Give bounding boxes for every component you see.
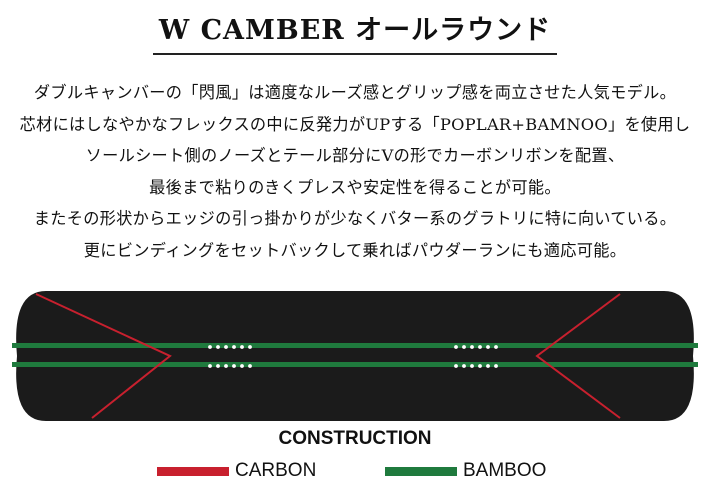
insert-dot <box>232 364 236 368</box>
insert-dot <box>208 345 212 349</box>
carbon-v-tail <box>535 293 621 419</box>
insert-dot <box>494 345 498 349</box>
insert-dot <box>248 345 252 349</box>
insert-dot <box>478 364 482 368</box>
insert-dot <box>486 345 490 349</box>
insert-dot <box>216 364 220 368</box>
insert-dot <box>232 345 236 349</box>
description-line-2: 芯材にはしなやかなフレックスの中に反発力がUPする「POPLAR+BAMNOO」… <box>19 114 691 134</box>
insert-dot <box>462 345 466 349</box>
binding-inserts <box>208 345 498 368</box>
carbon-ribbon <box>35 293 621 419</box>
bamboo-swatch <box>385 466 457 476</box>
insert-dot <box>208 364 212 368</box>
description-line-6: 更にビンディングをセットバックして乗ればパウダーランにも適応可能。 <box>83 240 627 260</box>
bamboo-stripe-bottom <box>12 362 698 367</box>
insert-dot <box>248 364 252 368</box>
description-line-1: ダブルキャンバーの「閃風」は適度なルーズ感とグリップ感を両立させた人気モデル。 <box>33 83 677 102</box>
description-line-5: またその形状からエッジの引っ掛かりが少なくバター系のグラトリに特に向いている。 <box>33 209 677 229</box>
insert-dot <box>470 364 474 368</box>
insert-dot <box>216 345 220 349</box>
insert-dot <box>224 345 228 349</box>
description-line-3: ソールシート側のノーズとテール部分にVの形でカーボンリボンを配置、 <box>85 146 625 166</box>
description: ダブルキャンバーの「閃風」は適度なルーズ感とグリップ感を両立させた人気モデル。 … <box>0 77 710 267</box>
carbon-swatch <box>157 466 229 476</box>
title-block: W CAMBER オールラウンド <box>0 8 710 47</box>
legend-title: CONSTRUCTION <box>278 428 432 449</box>
bamboo-stripes <box>12 343 698 367</box>
legend-item-bamboo: BAMBOO <box>385 459 546 483</box>
carbon-v-nose <box>35 293 172 419</box>
bamboo-stripe-top <box>12 343 698 348</box>
title-underline <box>153 53 557 55</box>
legend-label-bamboo: BAMBOO <box>463 460 547 481</box>
insert-dot <box>470 345 474 349</box>
insert-dot <box>454 345 458 349</box>
snowboard-outline <box>14 289 696 423</box>
insert-dot <box>494 364 498 368</box>
insert-dot <box>462 364 466 368</box>
insert-dot <box>454 364 458 368</box>
description-line-4: 最後まで粘りのきくプレスや安定性を得ることが可能。 <box>149 177 561 197</box>
insert-dot <box>478 345 482 349</box>
insert-dot <box>240 345 244 349</box>
legend-item-carbon: CARBON <box>157 459 316 483</box>
page-title: W CAMBER オールラウンド <box>158 15 552 46</box>
legend-label-carbon: CARBON <box>235 460 317 481</box>
insert-dot <box>486 364 490 368</box>
snowboard-diagram <box>12 289 698 423</box>
insert-dot <box>224 364 228 368</box>
insert-dot <box>240 364 244 368</box>
